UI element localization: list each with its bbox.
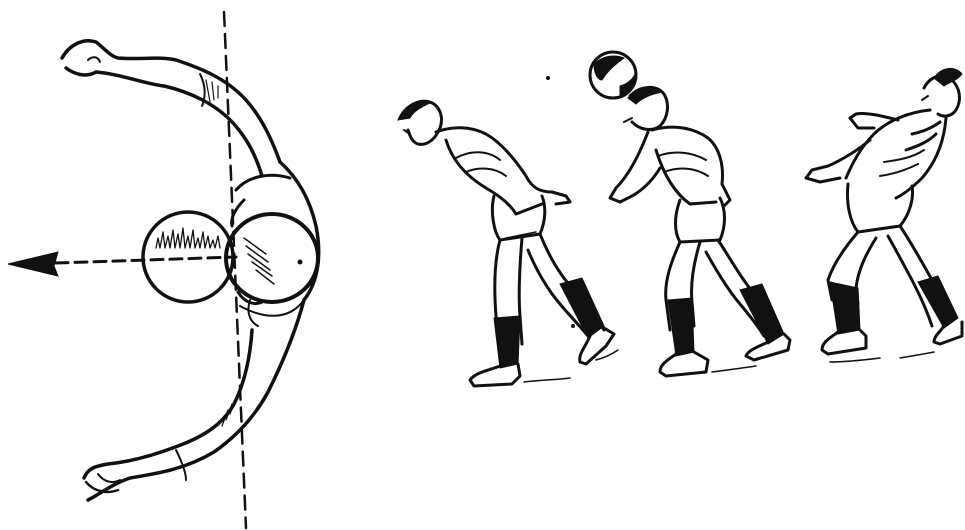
ink-speck [572,325,575,328]
player-figure-1 [398,101,618,386]
ink-speck [547,77,550,80]
figure-sequence [398,52,962,386]
top-view-diagram [8,12,319,528]
upper-arm [62,41,280,176]
player-figure-2 [590,52,790,376]
lower-arm [84,300,304,500]
player-figure-3 [806,68,962,362]
direction-arrow [8,252,236,276]
